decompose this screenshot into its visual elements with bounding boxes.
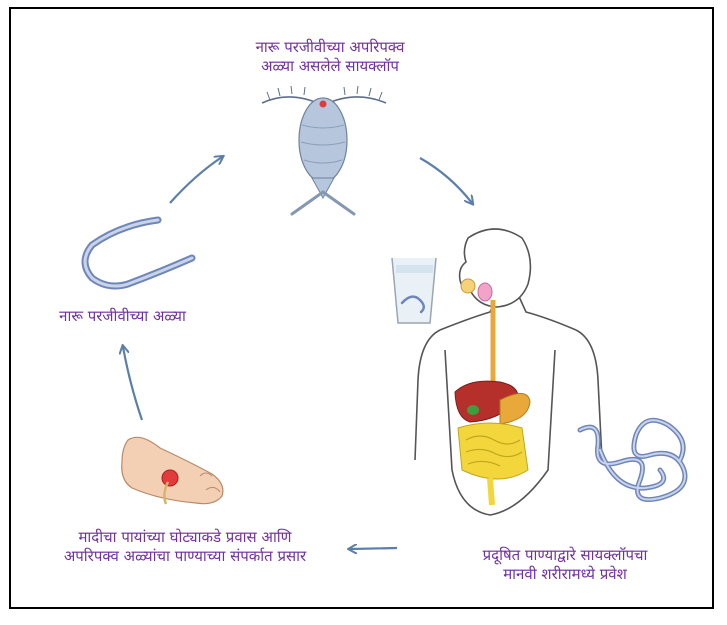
arrow-human-to-foot xyxy=(350,548,398,549)
label-larva: नारू परजीवीच्या अळ्या xyxy=(25,307,220,326)
label-cyclops-line-1: नारू परजीवीच्या अपरिपक्व xyxy=(255,38,405,56)
label-foot-spread: मादीचा पायांच्या घोट्याकडे प्रवास आणि अप… xyxy=(25,528,345,566)
label-foot-line-2: अपरिपक्व अळ्यांचा पाण्याच्या संपर्कात प्… xyxy=(63,547,307,565)
human-body-digestive-illustration xyxy=(414,228,603,516)
arrow-foot-to-larva xyxy=(123,347,144,421)
arrow-larva-to-cyclops xyxy=(169,157,222,204)
label-human-entry: प्रदूषित पाण्याद्वारे सायक्लॉपचा मानवी श… xyxy=(420,546,710,584)
arrow-cyclops-to-human xyxy=(419,157,472,203)
cyclops-illustration xyxy=(261,85,387,216)
label-human-line-2: मानवी शरीरामध्ये प्रवेश xyxy=(503,565,627,583)
water-glass-illustration xyxy=(391,257,437,324)
label-cyclops-line-2: अळ्या असलेले सायक्लॉप xyxy=(261,57,399,75)
label-foot-line-1: मादीचा पायांच्या घोट्याकडे प्रवास आणि xyxy=(78,528,292,546)
label-larva-line-1: नारू परजीवीच्या अळ्या xyxy=(59,307,186,325)
infected-foot-illustration xyxy=(121,436,224,505)
label-cyclops-with-larvae: नारू परजीवीच्या अपरिपक्व अळ्या असलेले सा… xyxy=(200,38,460,76)
adult-worm-coil-illustration xyxy=(577,417,688,502)
larva-worm-illustration xyxy=(81,216,196,290)
diagram-border xyxy=(9,7,714,609)
label-human-line-1: प्रदूषित पाण्याद्वारे सायक्लॉपचा xyxy=(482,546,648,564)
